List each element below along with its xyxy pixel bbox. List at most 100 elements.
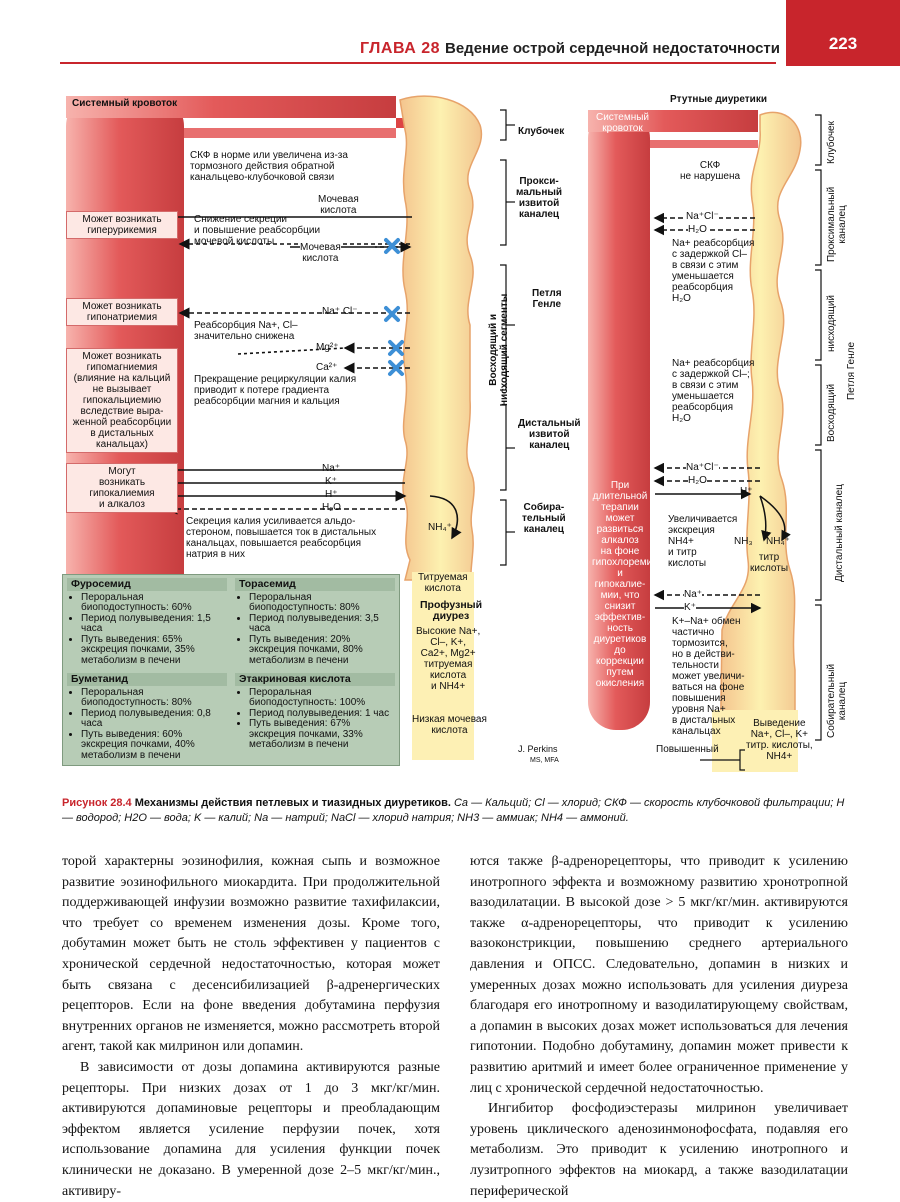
right-loop-label: Петля Генле	[846, 341, 857, 400]
drug-fact: Путь выведения: 60% экскреция почками, 4…	[81, 729, 227, 762]
drug-fact: Период полувыведения: 1,5 часа	[81, 613, 227, 635]
right-asc-label: Восходящий	[826, 383, 837, 442]
drug-bumetanide: Буметанид Пероральная биоподоступность: …	[67, 673, 227, 761]
hyperuricemia-box: Может возникать гиперурикемия	[66, 211, 178, 239]
nh4-label: NH₄⁺	[428, 522, 452, 533]
paragraph: Ингибитор фосфодиэстеразы милринон увели…	[470, 1101, 848, 1199]
left-systemic-label: Системный кровоток	[72, 98, 178, 109]
drug-name: Фуросемид	[67, 578, 227, 591]
right-titr: титр кислоты	[750, 552, 789, 574]
right-prox-label: Проксимальный каналец	[826, 186, 848, 262]
right-nh3: NH₃	[734, 536, 753, 547]
left-tubule	[399, 95, 483, 760]
diuresis-body: Высокие Na+, Cl–, K+, Ca2+, Mg2+ титруем…	[416, 626, 481, 692]
gfr-note: СКФ в норме или увеличена из-за тормозно…	[190, 150, 348, 183]
illustrator-credentials: MS, MFA	[530, 757, 559, 764]
drug-fact: Период полувыведения: 3,5 часа	[249, 613, 395, 635]
body-column-left: торой характерны эозинофилия, кожная сып…	[62, 852, 440, 1202]
left-loop-label: Петля Генле	[532, 288, 562, 310]
nacl-label: Na⁺ Cl⁻	[322, 306, 358, 317]
uric-note: Снижение секреции и повышение реабсорбци…	[194, 214, 321, 247]
right-output: Выведение Na+, Cl–, K+ титр. кислоты, NH…	[746, 718, 813, 762]
block-markers	[384, 238, 404, 376]
right-distal-label: Дистальный каналец	[834, 484, 845, 582]
k-note: Прекращение рециркуляции калия приводит …	[194, 374, 357, 407]
drug-ethacrynic-acid: Этакриновая кислота Пероральная биоподос…	[235, 673, 395, 751]
left-brackets	[500, 109, 515, 566]
paragraph: ются также β-адренорецепторы, что привод…	[470, 854, 848, 1096]
diuresis-title: Профузный диурез	[420, 599, 483, 622]
page-number-tab: 223	[786, 0, 900, 66]
right-nacl-2: Na⁺Cl⁻	[686, 462, 719, 473]
ca-label: Ca²⁺	[316, 362, 338, 373]
right-h-label: H⁺	[740, 486, 753, 497]
caption-abbreviations: Ca — Кальций; Cl — хлорид; СКФ — скорост…	[62, 797, 845, 824]
hypomagnesemia-box: Может возникать гипомагниемия (влияние н…	[66, 348, 178, 453]
chapter-label: ГЛАВА 28	[360, 40, 441, 57]
drug-fact: Путь выведения: 20% экскреция почками, 8…	[249, 634, 395, 667]
left-distal-label: Дистальный извитой каналец	[518, 418, 581, 451]
right-increased: Повышенный	[656, 744, 719, 755]
right-nacl-1: Na⁺Cl⁻	[686, 211, 719, 222]
right-k: K⁺	[684, 602, 696, 613]
right-long-therapy: При длительной терапии может развиться а…	[592, 480, 658, 689]
na-note: Реабсорбция Na+, Cl– значительно снижена	[194, 320, 298, 342]
right-nh4: NH₄⁺	[766, 536, 790, 547]
caption-title: Механизмы действия петлевых и тиазидных …	[134, 797, 451, 809]
body-column-right: ются также β-адренорецепторы, что привод…	[470, 852, 848, 1202]
low-uric-acid: Низкая мочевая кислота	[412, 714, 487, 736]
drug-fact: Пероральная биоподоступность: 80%	[81, 687, 227, 709]
left-glomerulus-label: Клубочек	[518, 126, 565, 137]
right-h2o-1: H₂O	[688, 224, 707, 235]
right-kna-exchange: K+–Na+ обмен частично тормозится, но в д…	[672, 616, 745, 737]
drug-fact: Пероральная биоподоступность: 60%	[81, 592, 227, 614]
paragraph: торой характерны эозинофилия, кожная сып…	[62, 854, 440, 1055]
drug-table: Фуросемид Пероральная биоподоступность: …	[62, 574, 400, 766]
right-h2o-2: H₂O	[688, 475, 707, 486]
drug-name: Этакриновая кислота	[235, 673, 395, 686]
h2o-label: H₂O	[322, 502, 341, 513]
right-reabsorption-2: Na+ реабсорбция с задержкой Cl–; в связи…	[672, 358, 755, 424]
right-increased-excretion: Увеличивается экскреция NH4+ и титр кисл…	[668, 514, 738, 569]
drug-name: Торасемид	[235, 578, 395, 591]
header-rule	[60, 62, 776, 64]
drug-fact: Пероральная биоподоступность: 80%	[249, 592, 395, 614]
right-systemic-label: Системный кровоток	[596, 112, 650, 134]
drug-fact: Период полувыведения: 0,8 часа	[81, 708, 227, 730]
figure-diuretics: Системный кровоток Клубочек Прокси- маль…	[0, 70, 900, 790]
hyponatremia-box: Может возникать гипонатриемия	[66, 298, 178, 326]
drug-torasemide: Торасемид Пероральная биоподоступность: …	[235, 578, 395, 666]
right-vessel	[588, 110, 758, 730]
titr-acid-left: Титруемая кислота	[418, 572, 468, 594]
mg-label: Mg²⁺	[316, 342, 339, 353]
drug-fact: Путь выведения: 65% экскреция почками, 3…	[81, 634, 227, 667]
left-prox-label: Прокси- мальный извитой каналец	[516, 176, 563, 220]
h-label: H⁺	[325, 489, 338, 500]
right-title: Ртутные диуретики	[670, 94, 767, 105]
illustrator-signature: J. Perkins	[518, 744, 558, 754]
na-label: Na⁺	[322, 463, 341, 474]
drug-fact: Период полувыведения: 1 час	[249, 708, 395, 720]
chapter-title: Ведение острой сердечной недостаточности	[445, 40, 780, 57]
left-collecting-label: Собира- тельный каналец	[522, 502, 566, 535]
uric-acid-1: Мочевая кислота	[318, 194, 359, 216]
k-label: K⁺	[325, 476, 337, 487]
right-glomerulus-label: Клубочек	[826, 121, 837, 164]
caption-label: Рисунок 28.4	[62, 797, 132, 809]
figure-caption: Рисунок 28.4 Механизмы действия петлевых…	[62, 796, 852, 826]
right-tubule	[712, 111, 802, 772]
page-number: 223	[828, 34, 858, 53]
paragraph: В зависимости от дозы допамина активирую…	[62, 1059, 440, 1199]
right-gfr-label: СКФ не нарушена	[680, 160, 741, 182]
left-asc-desc-label: Восходящий и нисходящий сегменты	[488, 293, 510, 406]
hypokalemia-box: Могут возникать гипокалиемия и алкалоз	[66, 463, 178, 513]
right-desc-label: нисходящий	[826, 295, 837, 352]
uric-acid-2: Мочевая кислота	[300, 242, 341, 264]
drug-furosemide: Фуросемид Пероральная биоподоступность: …	[67, 578, 227, 666]
k-secretion-note: Секреция калия усиливается альдо- стерон…	[186, 516, 377, 560]
right-collecting-label: Собирательный каналец	[826, 663, 848, 738]
right-na: Na⁺	[684, 589, 703, 600]
right-brackets	[700, 114, 822, 771]
right-reabsorption-1: Na+ реабсорбция с задержкой Cl– в связи …	[672, 238, 755, 304]
drug-fact: Путь выведения: 67% экскреция почками, 3…	[249, 718, 395, 751]
